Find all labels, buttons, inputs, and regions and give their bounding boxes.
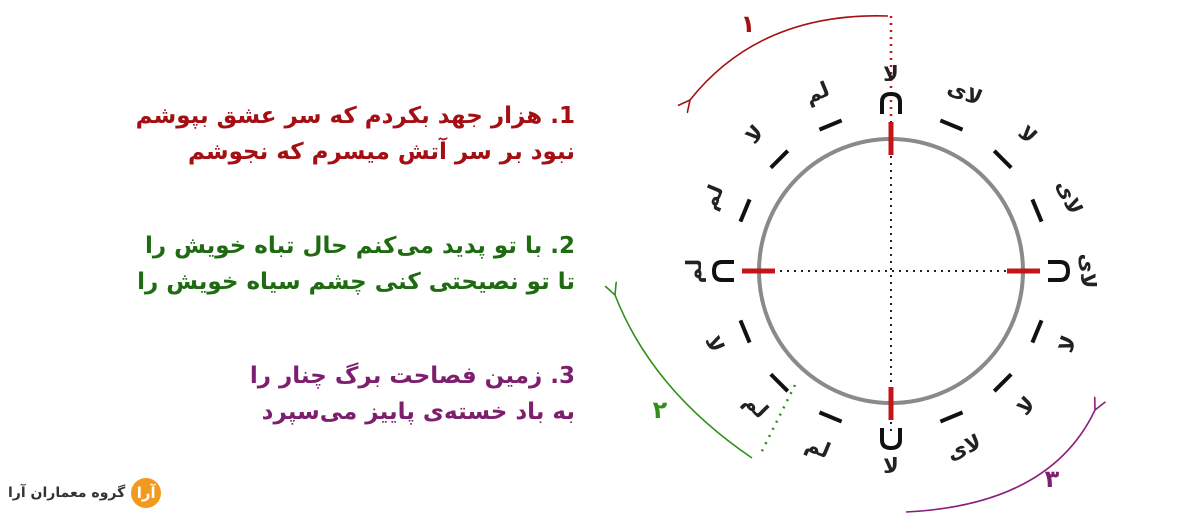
short-syllable-dash <box>992 372 1013 393</box>
arc-label-2: ۲ <box>653 396 668 424</box>
poem-3: 3. زمین فصاحت برگ چنار را به باد خسته‌ی … <box>250 358 575 430</box>
syllable-label: لا <box>1012 392 1040 420</box>
poem-1: 1. هزار جهد بکردم که سر عشق بپوشم نبود ب… <box>136 98 575 170</box>
short-syllable-dash <box>769 372 790 393</box>
arc-label-1: ۱ <box>741 10 756 38</box>
syllable-label: لای <box>944 75 985 111</box>
poem-1-line-2: نبود بر سر آتش میسرم که نجوشم <box>187 139 575 165</box>
long-syllable-cup-icon <box>711 260 734 282</box>
short-syllable-dash <box>939 410 964 424</box>
syllable-label: لم <box>697 181 728 213</box>
poem-1-number: 1. <box>550 103 575 129</box>
logo-mark-icon: آرا <box>131 478 162 508</box>
syllable-label: لا <box>883 454 899 478</box>
syllable-label: لای <box>1052 176 1088 217</box>
green-dotted-accent <box>758 384 797 456</box>
poem-2-number: 2. <box>550 233 575 259</box>
short-syllable-dash <box>1030 319 1044 344</box>
syllable-label: لا <box>1053 332 1081 356</box>
long-syllable-cup-icon <box>1048 260 1071 282</box>
syllable-label: لم <box>739 389 773 423</box>
logo: گروه معماران آرا آرا <box>8 478 162 508</box>
syllable-label: لا <box>883 62 899 86</box>
syllable-label: لم <box>802 432 834 463</box>
short-syllable-dash <box>738 319 752 344</box>
syllable-label: لم <box>682 259 706 283</box>
short-syllable-dash <box>992 149 1013 170</box>
poem-2-line-1: با تو پدید می‌کنم حال تباه خویش را <box>145 233 543 259</box>
short-syllable-dash <box>939 118 964 132</box>
short-syllable-dash <box>1030 198 1044 223</box>
arc-arrow-2 <box>615 295 753 459</box>
syllable-label: لا <box>1013 121 1041 149</box>
long-syllable-cup-icon <box>880 91 902 114</box>
syllable-label: لا <box>741 121 769 149</box>
poem-3-line-1: زمین فصاحت برگ چنار را <box>249 363 543 389</box>
syllable-label: لم <box>801 77 833 108</box>
poem-2: 2. با تو پدید می‌کنم حال تباه خویش را تا… <box>137 228 575 300</box>
arc-arrow-1 <box>690 15 889 100</box>
syllable-label: لا <box>700 332 728 356</box>
poem-2-line-2: تا تو نصیحتی کنی چشم سیاه خویش را <box>137 269 575 295</box>
short-syllable-dash <box>818 410 843 424</box>
short-syllable-dash <box>738 198 752 223</box>
syllable-label: لای <box>1076 254 1100 289</box>
syllable-label: لای <box>943 430 984 466</box>
arc-label-3: ۳ <box>1045 465 1060 493</box>
long-syllable-cup-icon <box>880 428 902 451</box>
poem-1-line-1: هزار جهد بکردم که سر عشق بپوشم <box>135 103 543 129</box>
poem-3-number: 3. <box>550 363 575 389</box>
poem-3-line-2: به باد خسته‌ی پاییز می‌سپرد <box>261 399 575 425</box>
short-syllable-dash <box>769 149 790 170</box>
arc-arrow-3 <box>905 410 1095 513</box>
logo-text: گروه معماران آرا <box>8 485 126 501</box>
short-syllable-dash <box>818 118 843 132</box>
